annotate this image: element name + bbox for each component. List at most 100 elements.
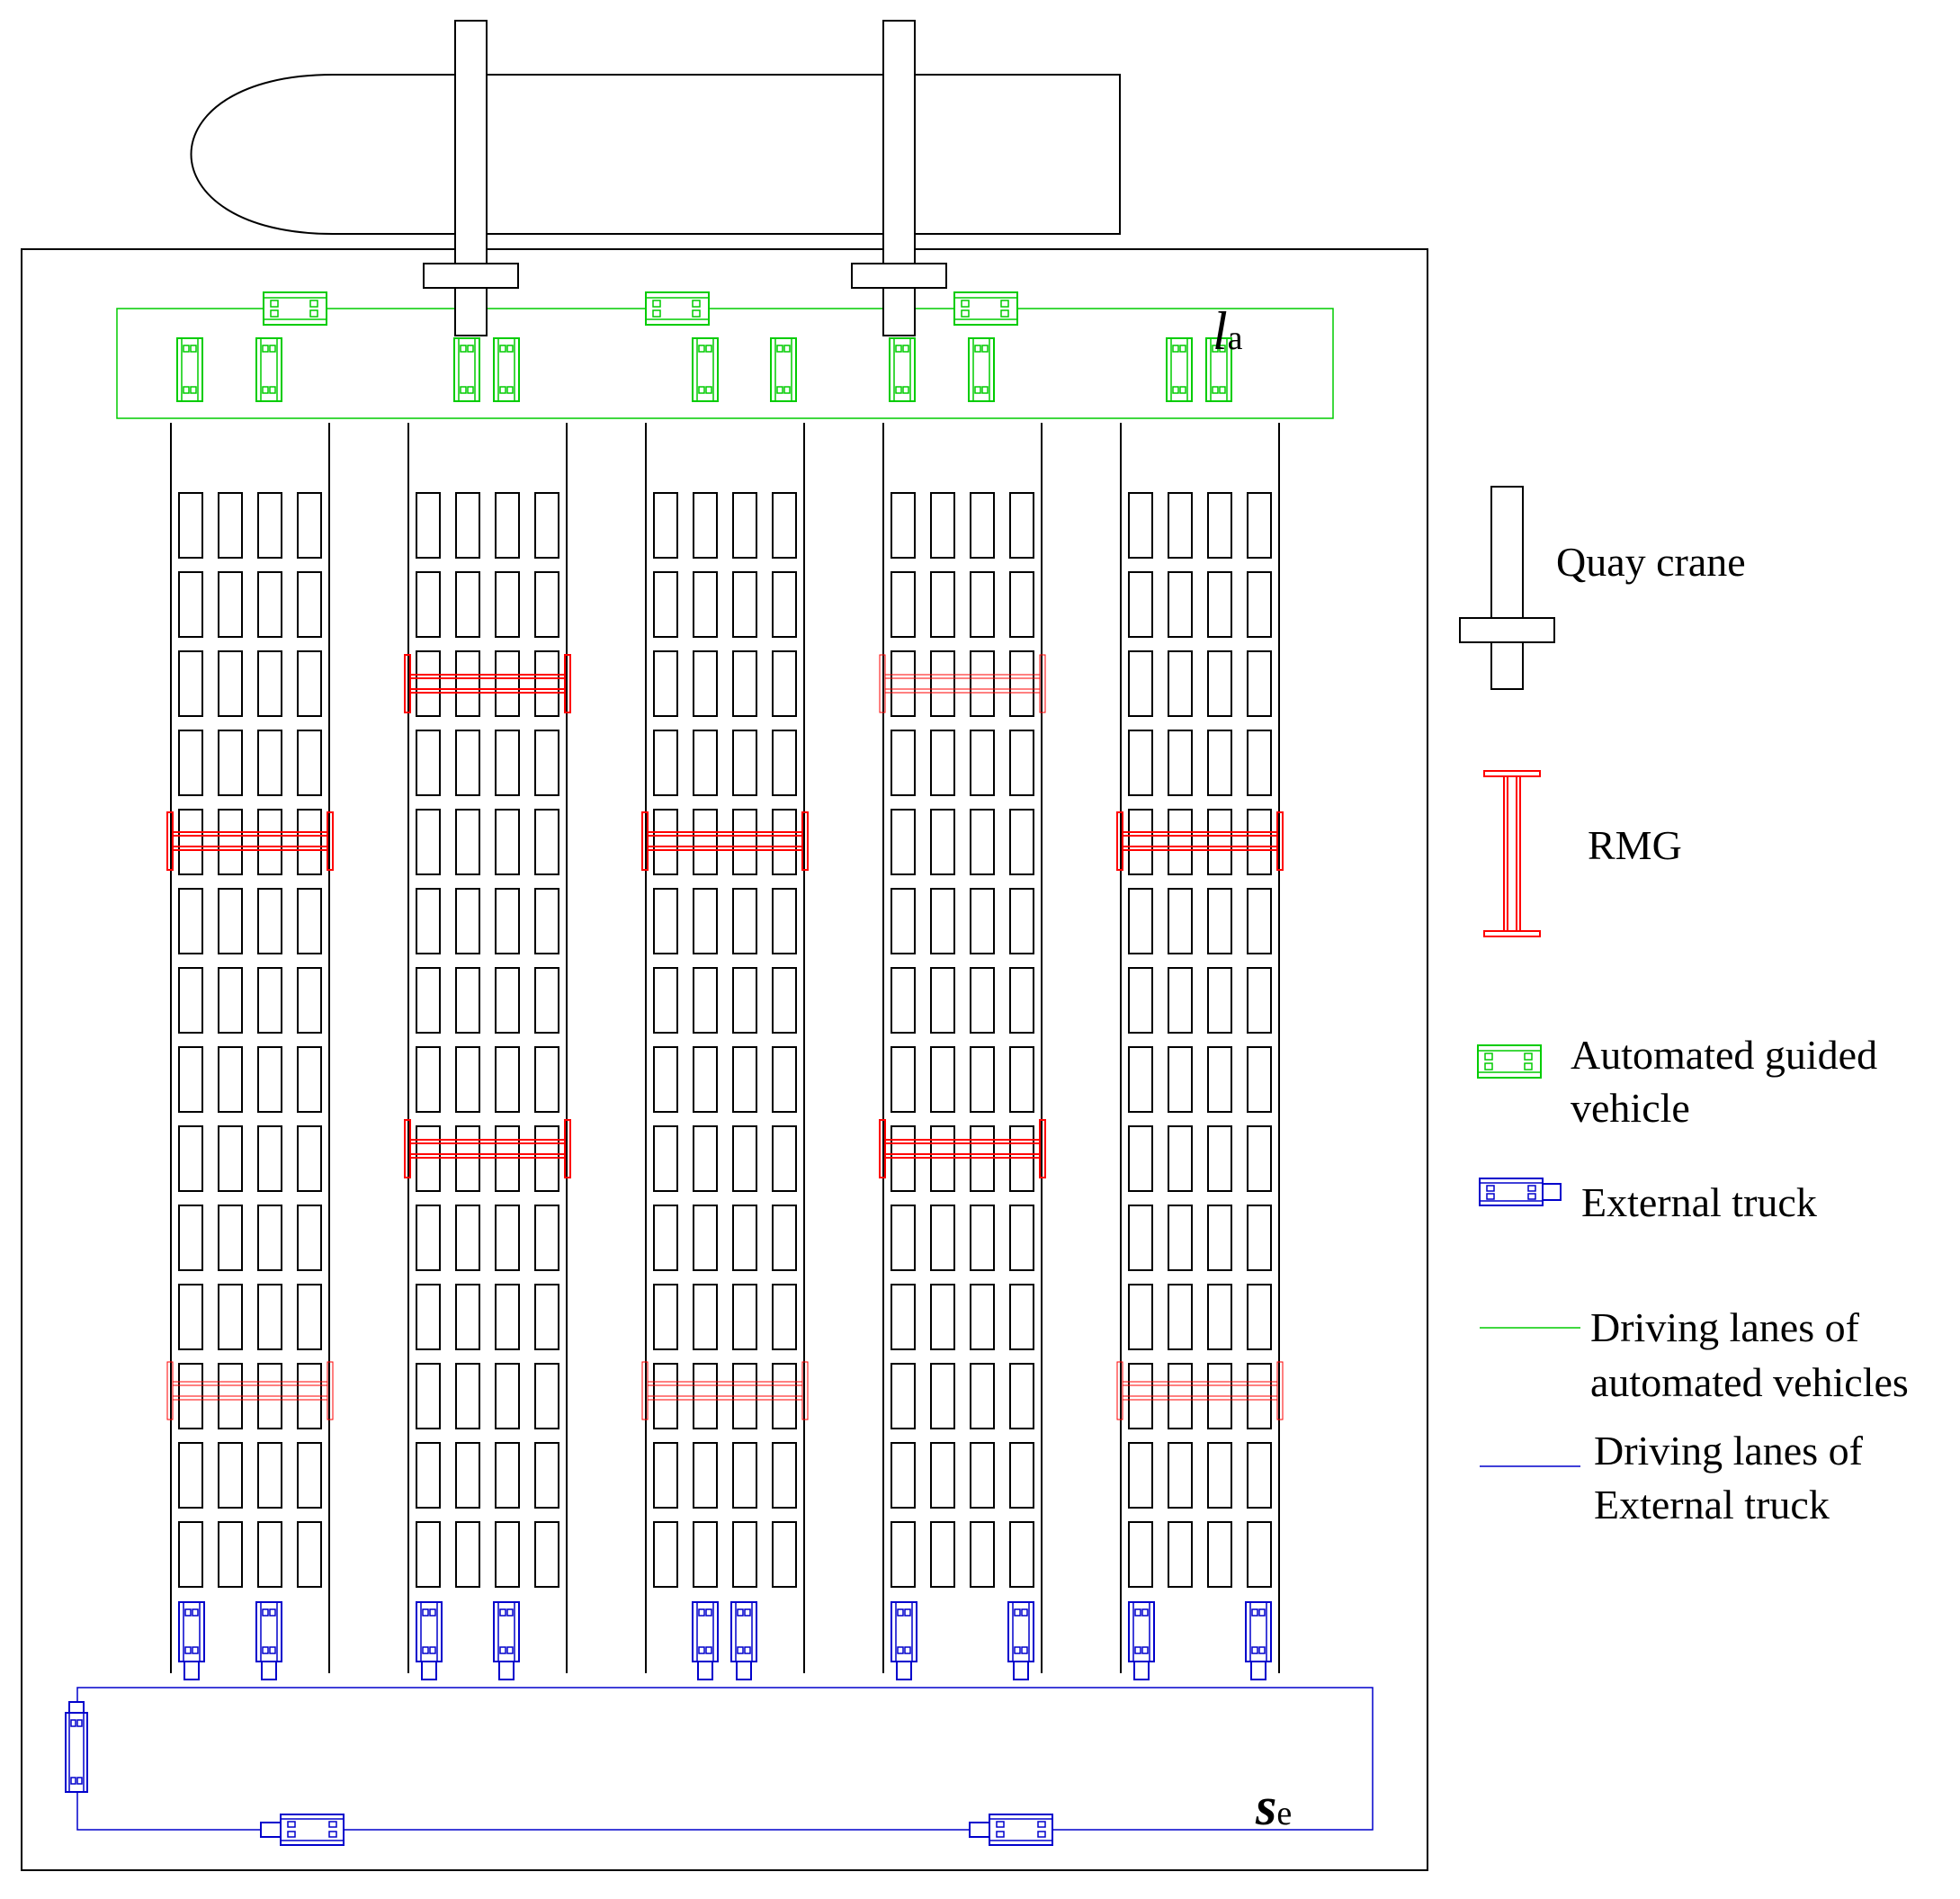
rmg-leg [404,654,411,713]
rmg [404,1119,571,1178]
container-slot [732,730,757,796]
container-slot [1168,730,1193,796]
agv-wheel [1000,309,1009,318]
rmg-leg [1483,930,1541,937]
container-slot [218,1205,243,1271]
truck-wheel [506,1646,514,1654]
agv-wheel [902,345,909,353]
agv-horizontal [953,291,1018,326]
truck-wheel [287,1831,296,1838]
yard-block [166,337,334,1680]
container-slot [218,650,243,717]
container-slot [693,1284,718,1350]
container-slot [495,1442,520,1509]
container-slot [1009,492,1034,559]
container-slot [455,492,480,559]
agv-wheel [1524,1062,1533,1070]
agv-legend-icon [1477,1044,1542,1079]
agv-wheel [1212,386,1219,394]
agv-wheel [1172,386,1179,394]
agv-wheel [262,386,269,394]
legend-truck-label: External truck [1581,1179,1817,1225]
truck-wheel [1486,1193,1495,1200]
legend-agv-lane-label-1: Driving lanes of [1590,1304,1860,1350]
container-slot [1128,1125,1153,1192]
legend-agv-lane-label-2: automated vehicles [1590,1359,1909,1405]
container-slot [1247,571,1272,638]
external-truck [416,1601,443,1680]
truck-trailer [692,1601,719,1662]
container-slot [930,1442,955,1509]
container-slot [970,730,995,796]
container-slot [495,730,520,796]
legend: Quay crane RMG Automated guided vehicle … [1459,486,1909,1527]
agv-wheel [895,345,902,353]
truck-cab [261,1661,277,1680]
truck-wheel [328,1831,337,1838]
container-slot [653,650,678,717]
container-slot [1247,1521,1272,1588]
agv-wheel [309,300,318,308]
container-slot [1009,1205,1034,1271]
container-slot [891,1046,916,1113]
container-slot [732,571,757,638]
container-slot [1168,492,1193,559]
container-slot [1128,571,1153,638]
container-slot [732,888,757,954]
container-slot [732,1125,757,1192]
container-slot [1128,1442,1153,1509]
container-slot [534,967,559,1034]
truck-wheel [897,1646,904,1654]
container-slot [732,1442,757,1509]
rmg [404,654,571,713]
container-slot [891,492,916,559]
container-slot [1009,730,1034,796]
external-truck [1007,1601,1034,1680]
container-slot [653,967,678,1034]
container-slot [653,1205,678,1271]
container-slot [495,1521,520,1588]
agv-wheel [961,300,970,308]
container-slot [178,1046,203,1113]
container-slot [772,492,797,559]
truck-wheel [422,1646,429,1654]
agv-wheel [499,386,506,394]
rmg-leg [801,1361,809,1420]
container-slot [1128,1205,1153,1271]
container-slot [1247,1442,1272,1509]
container-slot [297,1046,322,1113]
truck-wheel [269,1608,276,1617]
container-slot [1247,1125,1272,1192]
truck-cab [68,1701,85,1714]
container-slot [1168,809,1193,875]
container-slot [257,1046,282,1113]
agv-wheel [1484,1053,1493,1061]
agv-horizontal [263,291,327,326]
agv-wheel [981,345,989,353]
container-slot [1247,1284,1272,1350]
container-slot [970,650,995,717]
container-slot [772,650,797,717]
truck-trailer [416,1601,443,1662]
agv-wheel [902,386,909,394]
agv-wheel [776,345,783,353]
truck-wheel [1134,1646,1141,1654]
truck-wheel [1014,1608,1021,1617]
container-slot [495,1205,520,1271]
container-slot [1168,967,1193,1034]
agv-wheel [783,345,791,353]
container-slot [495,967,520,1034]
container-slot [732,967,757,1034]
container-slot [1247,1205,1272,1271]
container-slot [653,1125,678,1192]
container-slot [1168,888,1193,954]
container-slot [1168,571,1193,638]
container-slot [732,1521,757,1588]
legend-agv-label-2: vehicle [1571,1085,1690,1131]
container-slot [970,1284,995,1350]
container-slot [178,1284,203,1350]
container-slot [1168,1284,1193,1350]
container-slot [178,571,203,638]
yard-block [1116,337,1284,1680]
container-slot [297,492,322,559]
